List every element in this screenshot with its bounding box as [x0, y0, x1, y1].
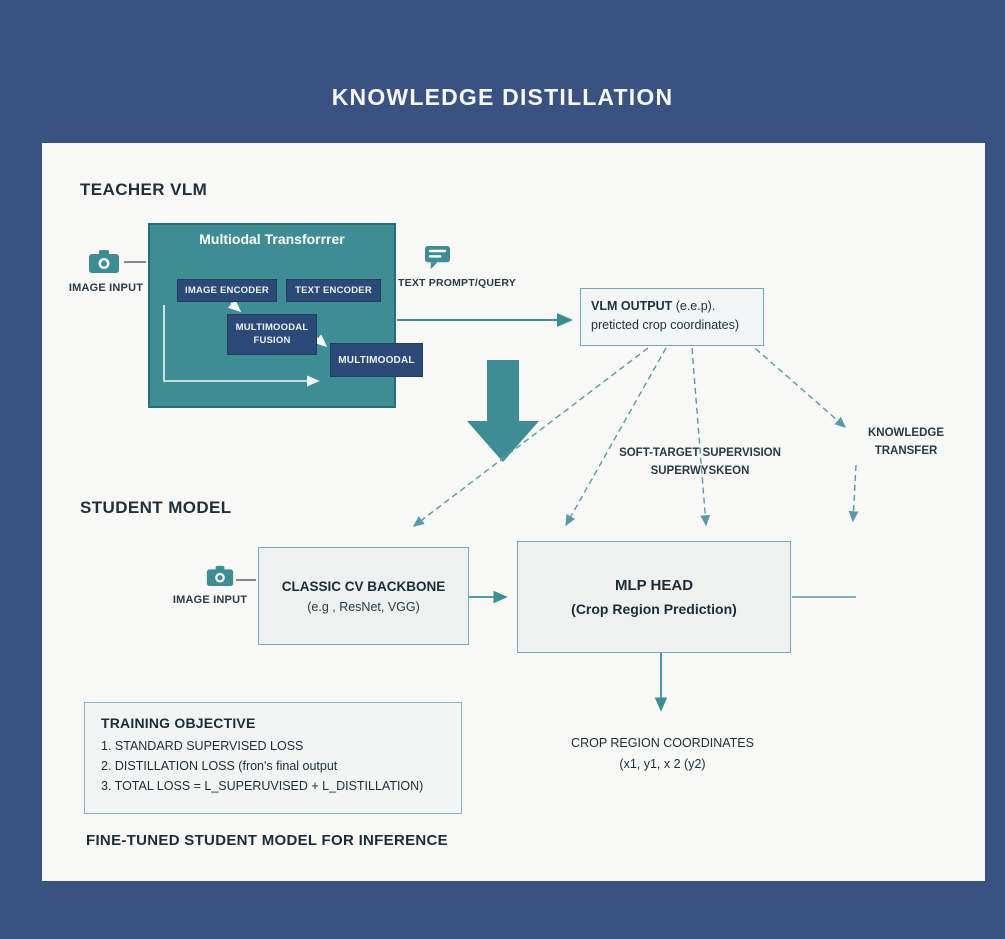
page-title: KNOWLEDGE DISTILLATION — [331, 84, 674, 110]
knowledge-transfer-line2: TRANSFER — [874, 445, 938, 458]
vlm-output-title: VLM OUTPUT — [591, 299, 673, 313]
backbone-subtitle: (e.g , ResNet, VGG) — [307, 599, 420, 614]
fusion-label-line1: MULTIMOODAL — [235, 322, 309, 334]
vlm-output-line2: preticted crop coordinates) — [591, 317, 739, 332]
vlm-output-box: VLM OUTPUT (e.e.p). preticted crop coord… — [580, 288, 764, 346]
image-encoder-label: IMAGE ENCODER — [185, 285, 269, 296]
multimodal-output-box: MULTIMOODAL — [330, 343, 423, 377]
text-prompt-label: TEXT PROMPT/QUERY — [398, 277, 516, 289]
cv-backbone-box: CLASSIC CV BACKBONE (e.g , ResNet, VGG) — [258, 547, 469, 645]
vlm-output-line1: VLM OUTPUT (e.e.p). — [591, 297, 753, 316]
mlp-head-box: MLP HEAD (Crop Region Prediction) — [517, 541, 791, 653]
training-objective-item: 3. TOTAL LOSS = L_SUPERUVISED + L_DISTIL… — [101, 779, 424, 793]
student-image-input-label: IMAGE INPUT — [172, 594, 248, 606]
soft-target-supervision-label: SOFT-TARGET SUPERVISION SUPERWYSKEON — [595, 444, 805, 481]
training-objective-item: 2. DISTILLATION LOSS (fron's final outpu… — [101, 759, 338, 773]
fusion-label-line2: FUSION — [253, 334, 291, 346]
vlm-output-rest: (e.e.p). — [672, 299, 716, 313]
teacher-image-input-label: IMAGE INPUT — [68, 282, 144, 294]
knowledge-transfer-line1: KNOWLEDGE — [867, 427, 945, 439]
crop-coordinates-line2: (x1, y1, x 2 (y2) — [619, 757, 706, 772]
mlp-subtitle: (Crop Region Prediction) — [571, 601, 737, 617]
multimodal-fusion-box: MULTIMOODAL FUSION — [227, 314, 317, 355]
crop-coordinates-line1: CROP REGION COORDINATES — [571, 736, 754, 750]
text-encoder-box: TEXT ENCODER — [286, 279, 381, 302]
multimodal-label: MULTIMOODAL — [338, 354, 415, 366]
knowledge-transfer-label: KNOWLEDGE TRANSFER — [854, 424, 958, 461]
student-heading: STUDENT MODEL — [80, 498, 232, 517]
chat-lines-icon — [425, 245, 450, 270]
crop-coordinates-label: CROP REGION COORDINATES (x1, y1, x 2 (y2… — [535, 733, 790, 776]
teacher-heading: TEACHER VLM — [80, 180, 208, 199]
soft-target-line2: SUPERWYSKEON — [650, 465, 750, 478]
transformer-title: Multiodal Transforrrer — [199, 231, 345, 247]
mlp-title: MLP HEAD — [614, 577, 694, 594]
camera-icon — [206, 565, 234, 586]
training-objective-heading: TRAINING OBJECTIVE — [101, 715, 256, 731]
training-objective-item: 1. STANDARD SUPERVISED LOSS — [101, 739, 304, 753]
image-encoder-box: IMAGE ENCODER — [177, 279, 277, 302]
footer-caption: FINE-TUNED STUDENT MODEL FOR INFERENCE — [86, 832, 448, 849]
soft-target-line1: SOFT-TARGET SUPERVISION — [619, 447, 781, 459]
camera-icon — [89, 250, 119, 273]
text-encoder-label: TEXT ENCODER — [295, 285, 372, 296]
backbone-title: CLASSIC CV BACKBONE — [281, 578, 446, 594]
training-objective-box: TRAINING OBJECTIVE 1. STANDARD SUPERVISE… — [84, 702, 462, 814]
